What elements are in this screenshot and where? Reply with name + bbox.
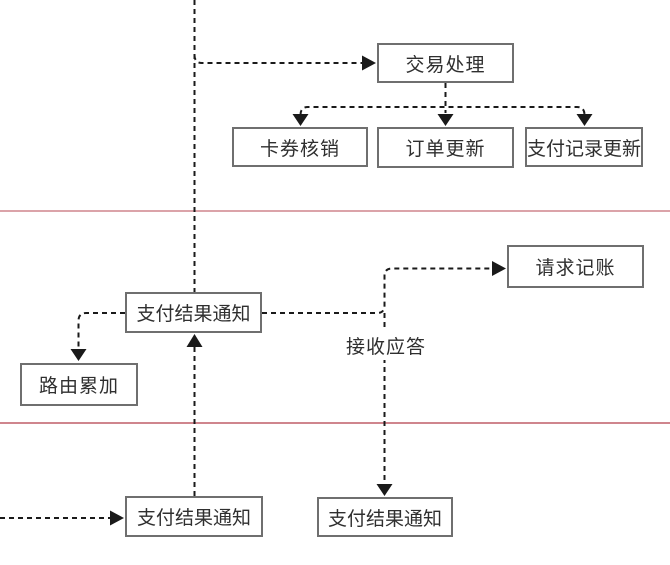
edge-label-receive-response: 接收应答 — [343, 331, 430, 360]
node-payment-record-update: 支付记录更新 — [525, 127, 643, 167]
node-transaction-processing: 交易处理 — [377, 43, 514, 83]
node-payment-result-notice-bottom-left: 支付结果通知 — [125, 496, 263, 537]
arrowhead-into-notice-bottom-right — [376, 484, 393, 496]
arrowhead-into-payrecord — [576, 114, 593, 126]
node-payment-result-notice-bottom-right: 支付结果通知 — [317, 497, 453, 537]
arrowhead-into-notice-mid — [186, 334, 203, 347]
node-coupon-verification: 卡券核销 — [232, 127, 368, 167]
arrowhead-into-notice-bottom-left — [110, 510, 124, 526]
arrowhead-into-accounting — [492, 261, 506, 276]
arrowhead-into-order — [437, 114, 454, 126]
connector-trunk-to-transaction — [193, 54, 362, 64]
connector-fanout-horizontal — [299, 106, 586, 116]
connector-notice-to-route — [77, 312, 125, 349]
node-order-update: 订单更新 — [377, 127, 514, 168]
node-payment-result-notice-mid: 支付结果通知 — [125, 292, 262, 333]
arrowhead-into-route — [70, 349, 87, 361]
node-route-accumulation: 路由累加 — [20, 363, 138, 406]
node-request-accounting: 请求记账 — [507, 245, 644, 288]
arrowhead-into-coupon — [292, 114, 309, 126]
arrowhead-into-transaction — [362, 55, 376, 71]
connector-notice-to-accounting — [262, 267, 492, 314]
